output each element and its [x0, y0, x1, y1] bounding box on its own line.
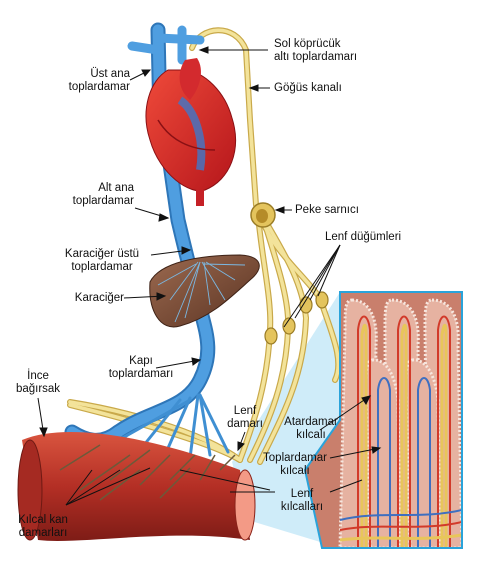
lymph-nodes	[264, 291, 329, 345]
leader-lines	[37, 46, 382, 506]
veins	[64, 22, 230, 460]
cisterna-chyli	[250, 202, 276, 228]
label-venous-capillary: Toplardamar kılcalı	[263, 452, 327, 477]
villi-inset	[303, 291, 463, 549]
label-hepatic-vein: Karaciğer üstü toplardamar	[64, 248, 140, 273]
label-inferior-vena-cava: Alt ana toplardamar	[72, 182, 134, 207]
label-cisterna-chyli: Peke sarnıcı	[295, 204, 359, 216]
label-small-intestine: İnce bağırsak	[15, 370, 61, 395]
label-lymph-vessel: Lenf damarı	[227, 405, 263, 430]
label-subclavian-vein: Sol köprücük altı toplardamarı	[274, 38, 358, 63]
label-liver: Karaciğer	[74, 292, 124, 304]
label-arterial-capillary: Atardamar kılcalı	[284, 416, 338, 441]
label-blood-capillaries: Kılcal kan damarları	[18, 514, 68, 539]
heart	[145, 58, 236, 206]
label-lymph-capillaries: Lenf kılcalları	[280, 488, 324, 513]
label-portal-vein: Kapı toplardamarı	[108, 355, 174, 380]
label-thoracic-duct: Göğüs kanalı	[274, 82, 342, 94]
small-intestine	[17, 431, 256, 541]
liver	[149, 254, 260, 328]
label-superior-vena-cava: Üst ana toplardamar	[68, 68, 130, 93]
label-lymph-nodes: Lenf düğümleri	[325, 231, 402, 243]
